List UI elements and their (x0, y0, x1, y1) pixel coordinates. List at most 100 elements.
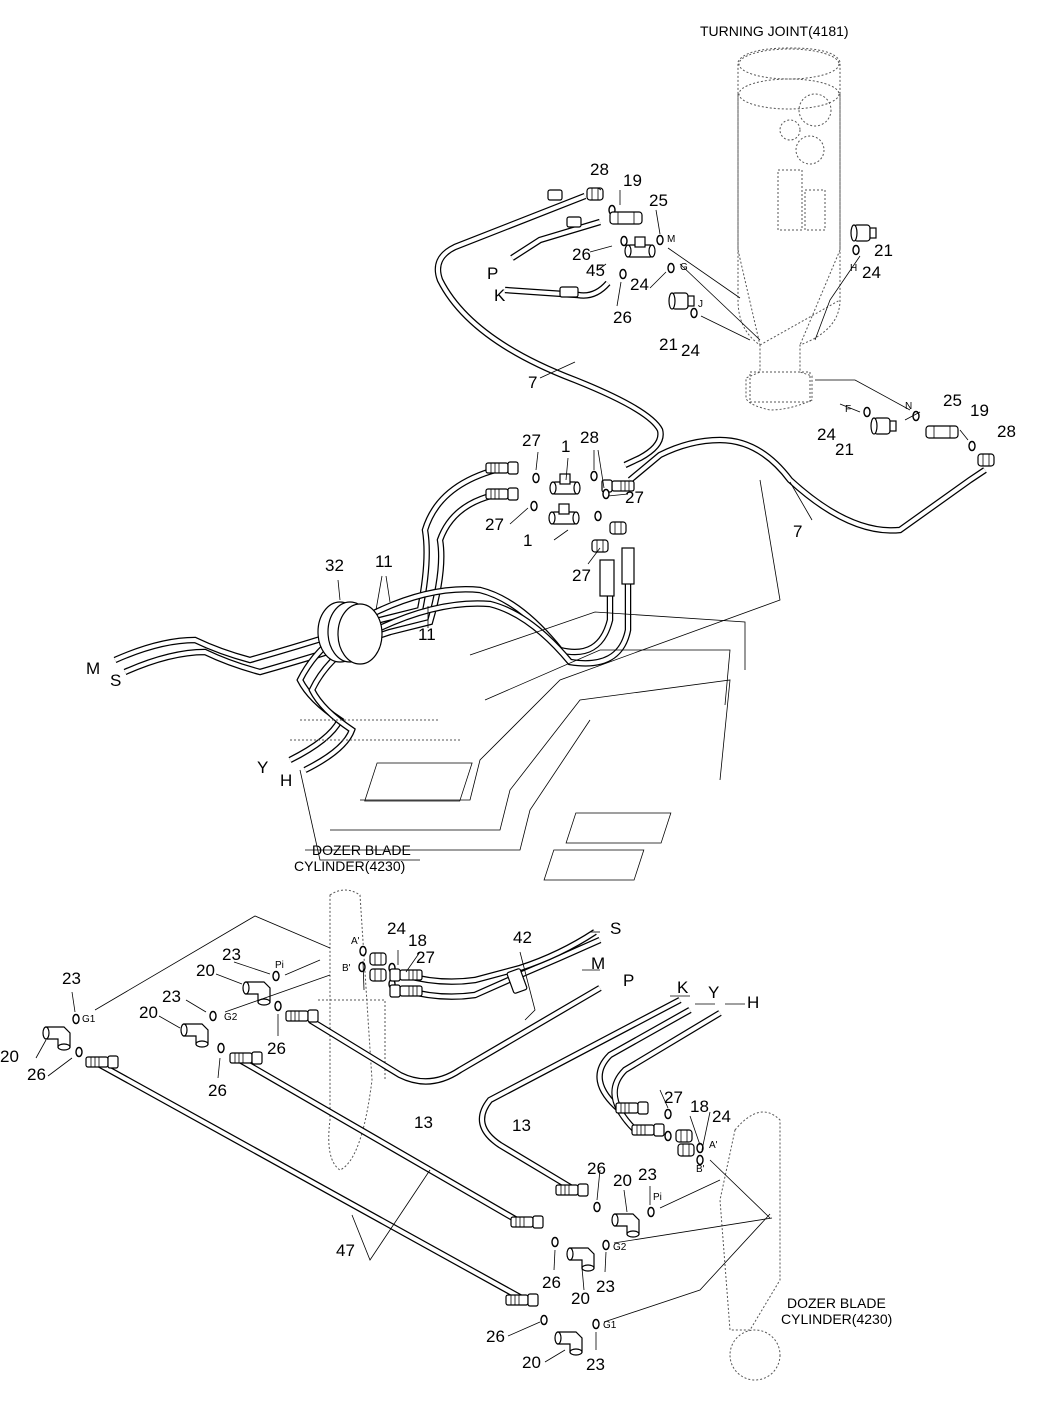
upper-leader-lines (597, 187, 969, 441)
callout-26: 26 (208, 1081, 227, 1100)
callout-21: 21 (874, 241, 893, 260)
line-end-label: Y (708, 983, 719, 1002)
port-label: M (667, 234, 675, 245)
callout-23: 23 (222, 945, 241, 964)
callout-21: 21 (659, 335, 678, 354)
callout-26: 26 (587, 1159, 606, 1178)
callout-20: 20 (139, 1003, 158, 1022)
callout-23: 23 (638, 1165, 657, 1184)
callout-26: 26 (27, 1065, 46, 1084)
callout-32: 32 (325, 556, 344, 575)
port-label: G2 (613, 1242, 627, 1253)
dozer-cylinder-right-ghost (719, 1111, 781, 1381)
line-end-labels: P K M S Y H S M P K Y H (86, 264, 759, 1012)
line-end-label: S (610, 919, 621, 938)
line-end-label: Y (257, 758, 268, 777)
callout-13: 13 (414, 1113, 433, 1132)
callout-24: 24 (630, 275, 649, 294)
cylinder-right-title-line2: CYLINDER(4230) (781, 1311, 892, 1327)
upper-hoses (504, 189, 611, 299)
callout-28: 28 (580, 428, 599, 447)
turning-joint-title: TURNING JOINT(4181) (700, 23, 849, 39)
port-label: N (905, 401, 912, 412)
cylinder-left-title-line1: DOZER BLADE (312, 842, 411, 858)
port-label: G2 (224, 1012, 238, 1023)
callout-19: 19 (623, 171, 642, 190)
port-label: G1 (82, 1014, 96, 1025)
middle-pipe-bundle (113, 462, 635, 773)
callout-18: 18 (408, 931, 427, 950)
port-labels: M G H J N F A' B' Pi G1 G2 A' B' Pi G2 G… (82, 234, 912, 1331)
callout-25: 25 (943, 391, 962, 410)
callout-42: 42 (513, 928, 532, 947)
cylinder-right-title-line1: DOZER BLADE (787, 1295, 886, 1311)
callout-27: 27 (664, 1088, 683, 1107)
callout-27: 27 (625, 488, 644, 507)
bottom-pipes (93, 929, 722, 1303)
dozer-blade-ghost-mid (290, 479, 781, 881)
port-label: B' (342, 963, 351, 974)
callout-24: 24 (817, 425, 836, 444)
upper-fittings (586, 187, 995, 467)
line-end-label: K (494, 286, 506, 305)
part-callouts: 28 19 25 26 45 24 26 21 24 21 24 7 25 19… (0, 160, 1016, 1374)
callout-20: 20 (613, 1171, 632, 1190)
callout-23: 23 (586, 1355, 605, 1374)
port-label: A' (351, 936, 360, 947)
port-label: B' (696, 1164, 705, 1175)
callout-26: 26 (613, 308, 632, 327)
callout-24: 24 (712, 1107, 731, 1126)
callout-18: 18 (690, 1097, 709, 1116)
callout-7: 7 (528, 373, 537, 392)
callout-26: 26 (267, 1039, 286, 1058)
callout-20: 20 (0, 1047, 19, 1066)
line-end-label: P (487, 264, 498, 283)
callout-27: 27 (416, 948, 435, 967)
callout-26: 26 (572, 245, 591, 264)
callout-26: 26 (542, 1273, 561, 1292)
callout-20: 20 (522, 1353, 541, 1372)
port-label: G (680, 262, 688, 273)
callout-1: 1 (523, 531, 532, 550)
line-end-label: P (623, 971, 634, 990)
callout-24: 24 (862, 263, 881, 282)
middle-pipe-7 (627, 436, 987, 534)
callout-23: 23 (62, 969, 81, 988)
port-label: H (850, 263, 857, 274)
callout-23: 23 (596, 1277, 615, 1296)
bottom-leader-lines (94, 915, 773, 1323)
callout-13: 13 (512, 1116, 531, 1135)
callout-24: 24 (387, 919, 406, 938)
line-end-label: M (591, 954, 605, 973)
line-end-label: H (747, 993, 759, 1012)
turning-joint-ghost (737, 47, 841, 411)
line-end-label: M (86, 659, 100, 678)
line-end-label: H (280, 771, 292, 790)
port-label: Pi (275, 960, 284, 971)
callout-19: 19 (970, 401, 989, 420)
callout-28: 28 (997, 422, 1016, 441)
port-label: A' (709, 1140, 718, 1151)
title-labels: TURNING JOINT(4181) DOZER BLADE CYLINDER… (294, 23, 892, 1327)
callout-27: 27 (522, 431, 541, 450)
callout-21: 21 (835, 440, 854, 459)
callout-20: 20 (196, 961, 215, 980)
callout-45: 45 (586, 261, 605, 280)
port-label: F (845, 404, 851, 415)
callout-28: 28 (590, 160, 609, 179)
callout-23: 23 (162, 987, 181, 1006)
callout-26: 26 (486, 1327, 505, 1346)
middle-fittings (485, 461, 635, 553)
callout-47: 47 (336, 1241, 355, 1260)
callout-7: 7 (793, 522, 802, 541)
upper-pipe-7 (434, 192, 664, 468)
callout-20: 20 (571, 1289, 590, 1308)
port-label: J (698, 299, 703, 310)
dozer-cylinder-left-ghost (318, 889, 386, 1171)
callout-11: 11 (418, 625, 436, 644)
callout-1: 1 (561, 437, 570, 456)
callout-27: 27 (572, 566, 591, 585)
callout-11: 11 (375, 552, 393, 571)
port-label: Pi (653, 1192, 662, 1203)
